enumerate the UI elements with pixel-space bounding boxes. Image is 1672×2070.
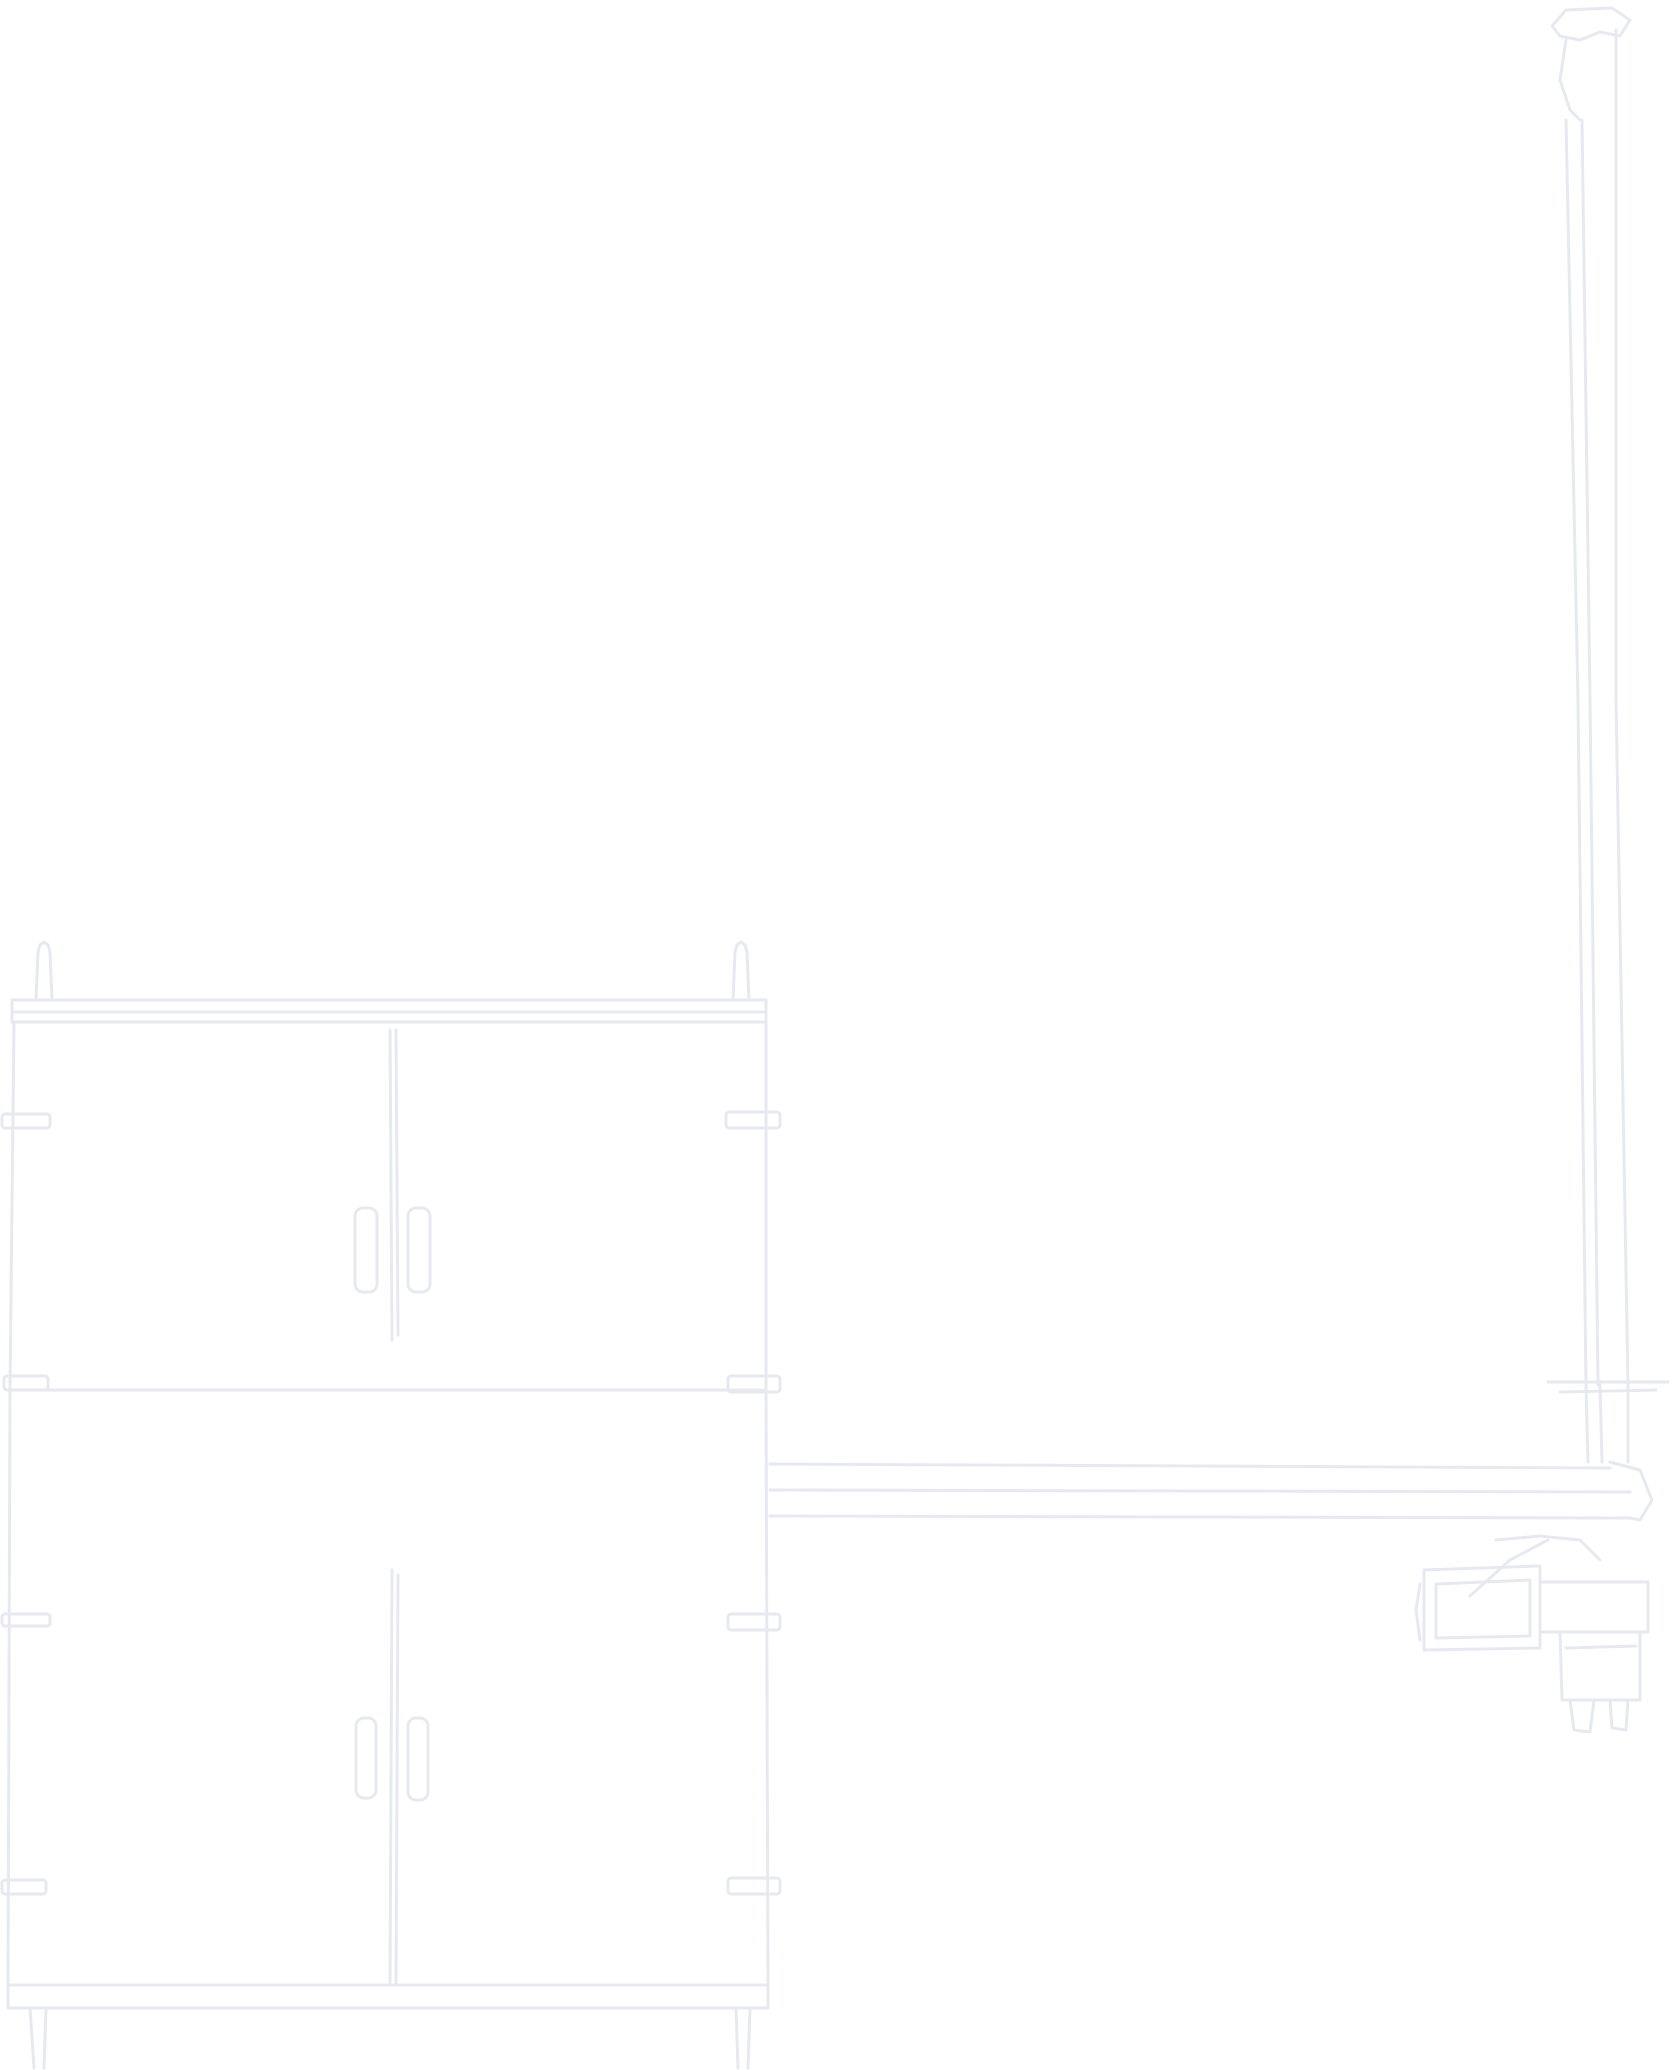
pole-left-edge: [1564, 118, 1588, 1387]
bracket-feet: [1568, 1698, 1630, 1734]
cabinet-bottom-right-leg: [734, 2006, 752, 2070]
hinge-right-1: [724, 1110, 782, 1130]
vertical-pole: [1550, 6, 1632, 1464]
hinge-left-3: [0, 1612, 52, 1628]
hinge-left-4: [0, 1878, 48, 1896]
hinge-left-1: [0, 1112, 52, 1130]
bracket-diagonal: [1468, 1538, 1550, 1598]
bracket-right-box: [1538, 1580, 1650, 1634]
pole-top-cap: [1550, 6, 1632, 42]
cabinet-bottom-left-leg: [28, 2006, 48, 2070]
hinge-left-2: [2, 1374, 50, 1392]
bracket-arm: [1494, 1534, 1602, 1562]
bracket-side: [1414, 1582, 1422, 1642]
shelf-top-edge: [768, 1462, 1612, 1470]
handle-icon: [406, 1206, 432, 1294]
bracket-support-inner: [1564, 1644, 1638, 1650]
bracket-support: [1558, 1630, 1642, 1702]
hinge-right-2: [726, 1374, 782, 1394]
handle-icon: [406, 1716, 430, 1802]
pole-joint: [1546, 1380, 1670, 1394]
pole-lower-mid: [1598, 1383, 1604, 1464]
hinge-right-4: [726, 1876, 782, 1896]
shelf: [768, 1460, 1654, 1522]
joint-crossbar-lower: [1558, 1388, 1658, 1394]
shelf-middle-edge: [768, 1488, 1632, 1494]
pole-right-edge: [1614, 28, 1630, 1387]
lower-door-handles: [354, 1716, 430, 1802]
handle-icon: [354, 1716, 378, 1800]
cabinet-center-divider-right-lower: [394, 1573, 400, 1987]
upper-door-handles: [353, 1206, 432, 1294]
bracket-inner: [1434, 1578, 1532, 1640]
pole-inner-line: [1580, 118, 1600, 1387]
cabinet-bottom-cap: [6, 1983, 770, 2010]
handle-icon: [353, 1206, 379, 1294]
bracket-assembly: [1414, 1534, 1650, 1734]
pole-lower-left: [1584, 1383, 1590, 1464]
cabinet-center-divider: [388, 1028, 394, 1342]
shelf-end: [1608, 1460, 1654, 1522]
shelf-bottom-edge: [768, 1514, 1632, 1520]
hinge-right-3: [726, 1612, 782, 1632]
pole-top-hook: [1558, 38, 1582, 122]
cabinet-hinges: [0, 1110, 782, 1896]
cabinet-center-divider-right: [394, 1028, 400, 1337]
cabinet-center-divider-lower: [388, 1568, 394, 1987]
